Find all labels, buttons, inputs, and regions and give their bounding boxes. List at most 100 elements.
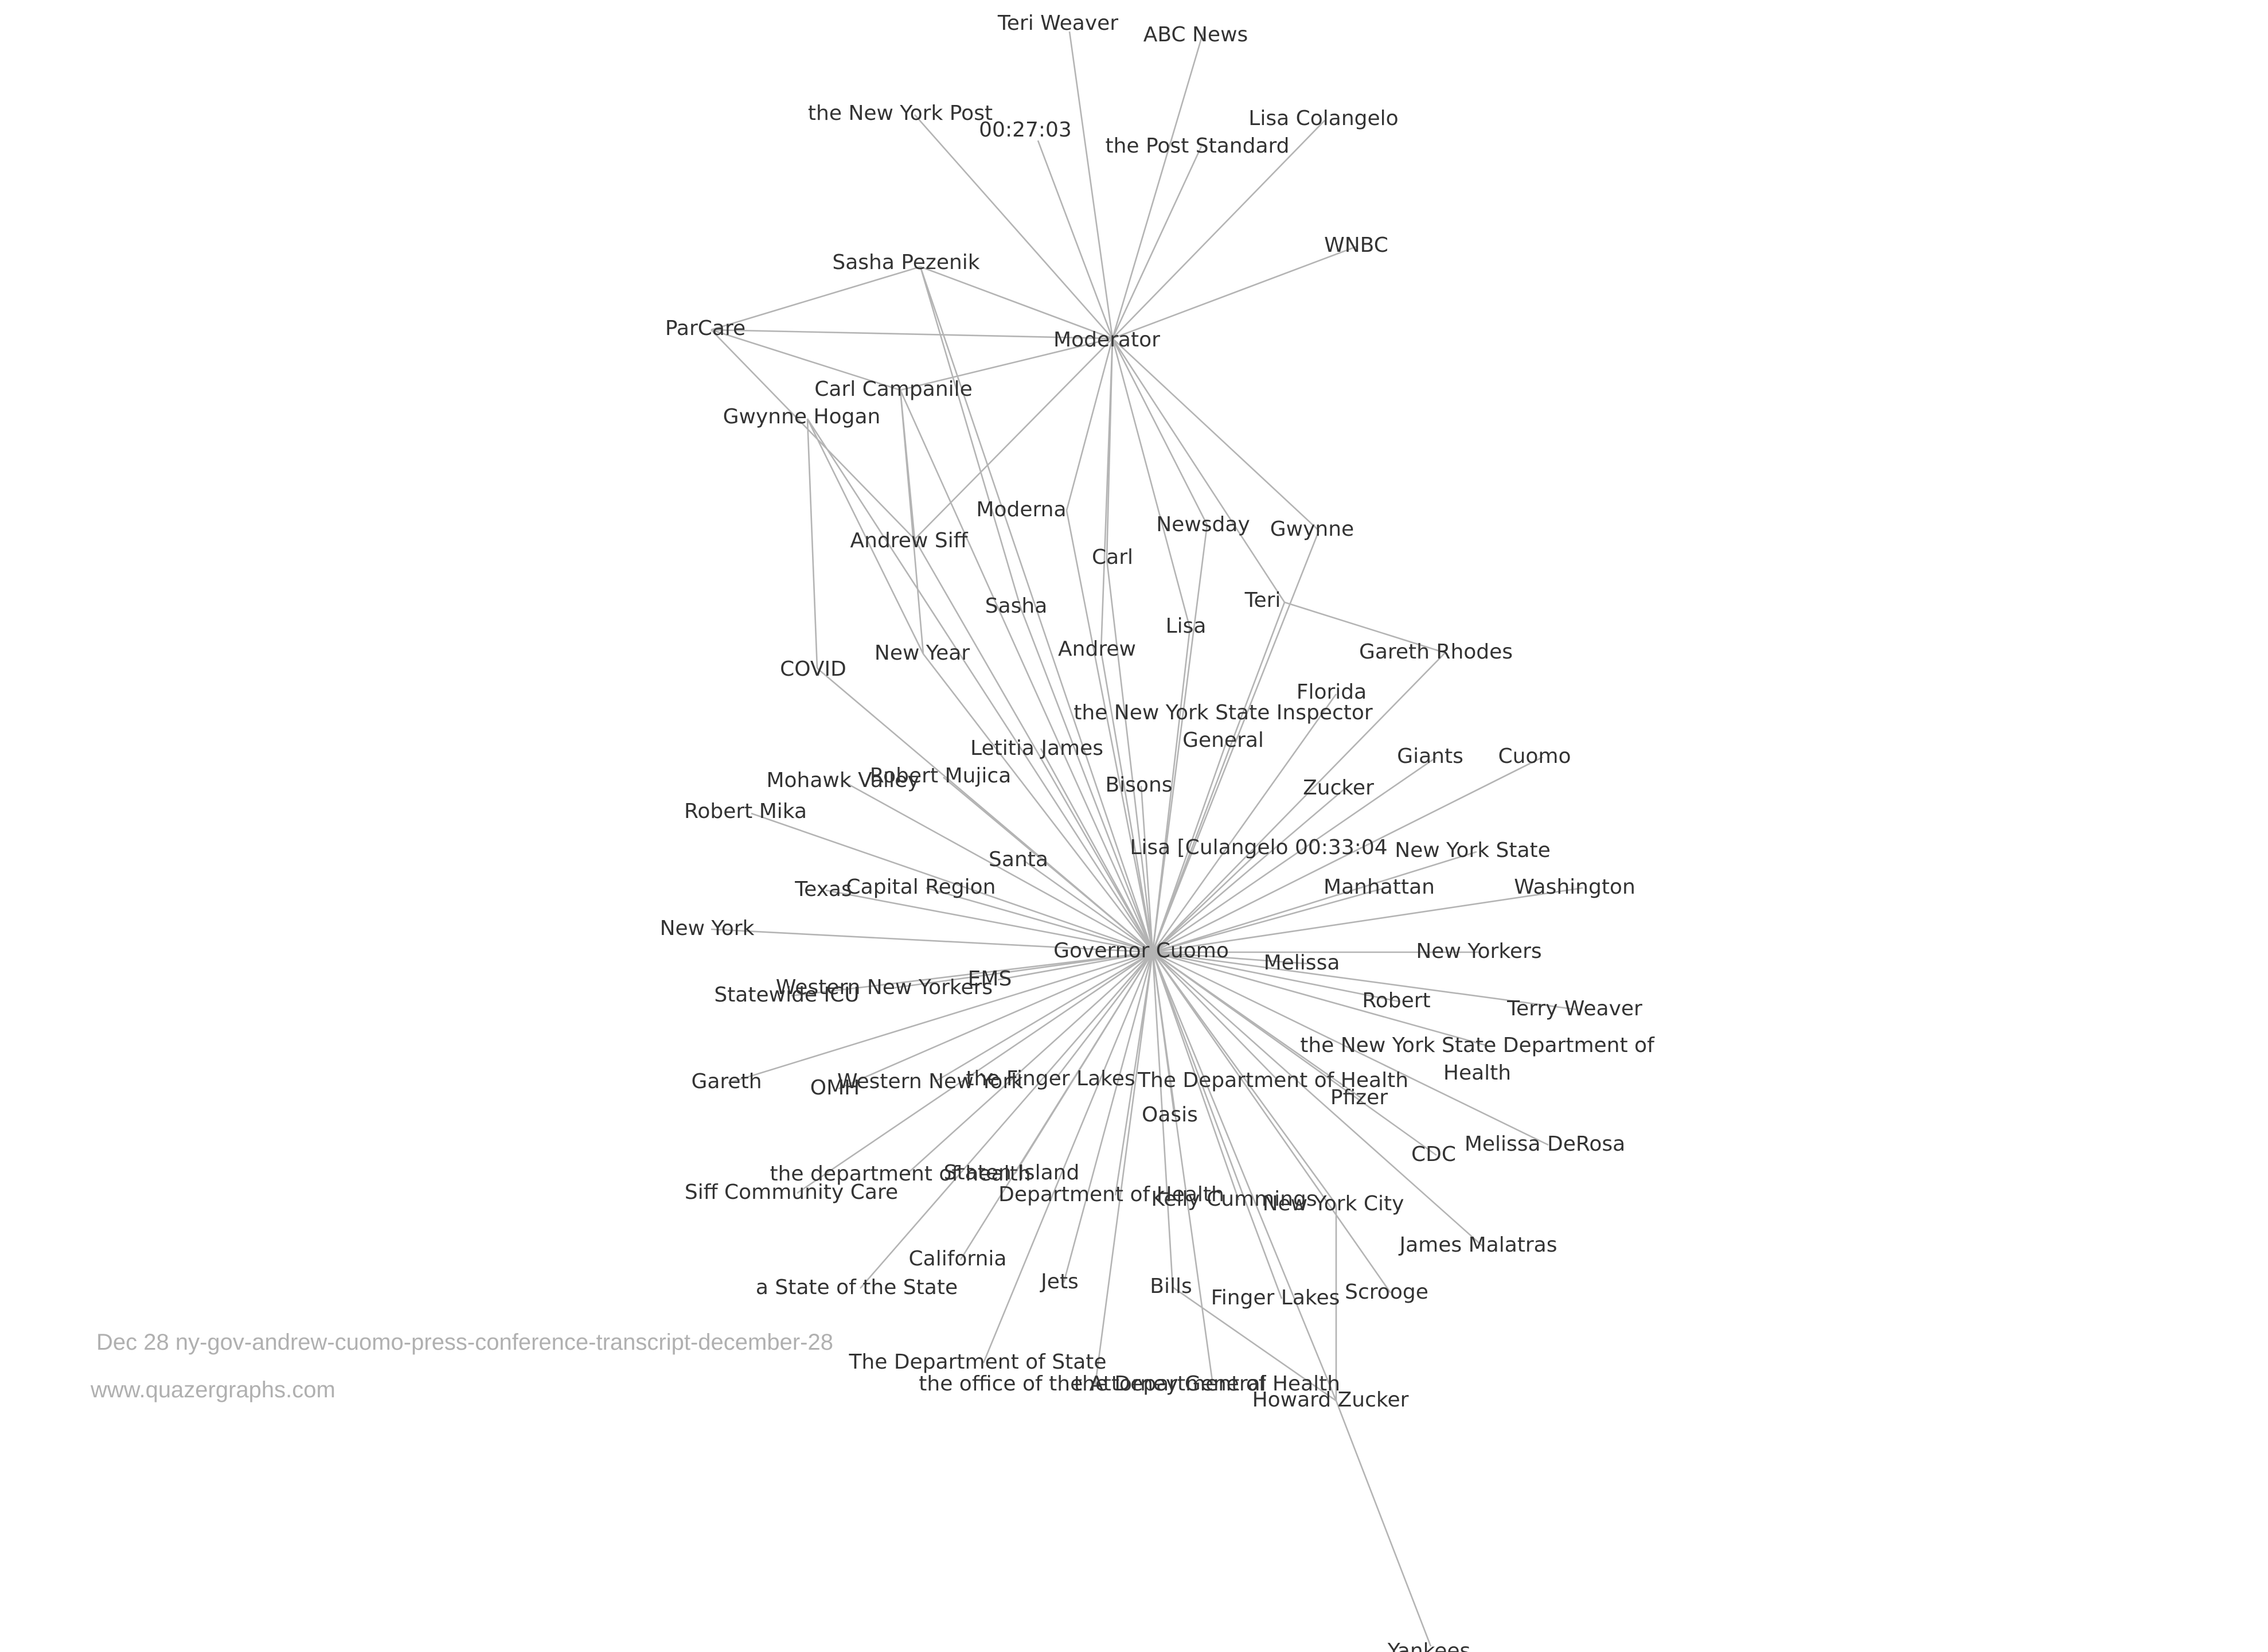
node-andrew-siff: Andrew Siff	[850, 529, 969, 552]
node-statewide-icu: Statewide ICU	[714, 983, 859, 1007]
graph-edge	[900, 337, 1113, 391]
node-wnbc: WNBC	[1324, 233, 1388, 257]
node-pfizer: Pfizer	[1330, 1086, 1388, 1109]
graph-edge	[711, 266, 921, 331]
graph-edge	[905, 952, 1153, 1175]
graph-edge	[1023, 859, 1153, 953]
graph-edge	[728, 951, 1153, 1084]
node-new-yorkers: New Yorkers	[1416, 940, 1541, 963]
graph-edge	[914, 539, 1154, 953]
graph-edge	[1151, 739, 1228, 953]
graph-edge	[797, 951, 1153, 1194]
graph-edge	[1152, 951, 1486, 1046]
node-california: California	[909, 1247, 1007, 1271]
node-manhattan: Manhattan	[1324, 875, 1435, 899]
graph-edge	[997, 951, 1153, 981]
node-parcare: ParCare	[665, 317, 745, 340]
graph-edge	[919, 266, 1022, 609]
graph-edge	[711, 329, 915, 540]
node-gwynne: Gwynne	[1270, 517, 1354, 541]
graph-edge	[1152, 951, 1437, 1156]
node-cuomo: Cuomo	[1498, 745, 1571, 768]
caption-title: Dec 28 ny-gov-andrew-cuomo-press-confere…	[96, 1330, 833, 1355]
graph-edge	[1054, 952, 1154, 1080]
graph-edge	[914, 338, 1113, 540]
node-state-of-the-state: a State of the State	[756, 1276, 958, 1299]
graph-edge	[711, 329, 901, 391]
graph-edge	[1114, 952, 1154, 1196]
graph-edge	[1112, 338, 1320, 531]
graph-edge	[1111, 338, 1208, 525]
node-washington: Washington	[1514, 875, 1635, 899]
graph-edge	[1172, 1286, 1337, 1402]
node-western-new-york: Western New York	[837, 1070, 1023, 1093]
node-governor-cuomo: Governor Cuomo	[1053, 939, 1229, 963]
graph-edge	[1065, 510, 1154, 953]
node-kelly-cummings: Kelly Cummings	[1151, 1187, 1317, 1211]
node-letitia-james: Letitia James	[970, 737, 1103, 760]
graph-edge	[1020, 607, 1154, 953]
node-western-new-yorkers: Western New Yorkers	[776, 976, 993, 999]
graph-edge	[922, 653, 1154, 953]
node-oasis: Oasis	[1142, 1103, 1198, 1127]
node-covid: COVID	[780, 657, 846, 681]
graph-edge	[1111, 338, 1191, 629]
graph-edge	[1151, 693, 1337, 953]
graph-edge	[943, 777, 1153, 953]
node-lisa-colangelo: Lisa Colangelo	[1248, 107, 1398, 130]
node-moderator: Moderator	[1053, 328, 1160, 352]
graph-edge	[1094, 952, 1154, 1385]
node-abc-news: ABC News	[1143, 23, 1248, 46]
node-cdc: CDC	[1411, 1143, 1456, 1166]
graph-edge	[959, 952, 1154, 1260]
node-timestamp-00-27-03: 00:27:03	[979, 118, 1072, 142]
node-gareth: Gareth	[691, 1070, 762, 1093]
node-howard-zucker: Howard Zucker	[1252, 1388, 1409, 1412]
graph-edge	[1111, 28, 1205, 339]
graph-edge	[1152, 952, 1483, 1246]
graph-edge	[920, 266, 1113, 340]
graph-edge	[1152, 756, 1437, 953]
node-mohawk-valley: Mohawk Valley	[766, 769, 919, 792]
node-department-of-state: The Department of State	[848, 1350, 1106, 1374]
graph-edge	[1151, 952, 1283, 1299]
node-yankees: Yankees	[1387, 1639, 1471, 1652]
node-lisa: Lisa	[1166, 614, 1207, 638]
node-inspector-general-line1: the New York State Inspector	[1074, 701, 1373, 724]
node-robert-mika: Robert Mika	[684, 800, 807, 823]
node-new-york-city: New York City	[1263, 1192, 1404, 1215]
graph-edge	[1100, 338, 1114, 652]
graph-labels: Moderator Governor Cuomo Teri Weaver ABC…	[660, 11, 1656, 1652]
node-the-department-of-health-lower: the Department of Health	[1074, 1372, 1340, 1396]
node-finger-lakes: Finger Lakes	[1211, 1286, 1340, 1310]
node-omh: OMH	[810, 1076, 860, 1100]
node-carl: Carl	[1092, 546, 1133, 569]
graph-edge	[1111, 338, 1286, 603]
graph-edge	[1106, 559, 1154, 953]
node-newsday: Newsday	[1156, 513, 1250, 536]
graph-edge	[825, 889, 1153, 953]
graph-edge	[1151, 952, 1392, 1293]
node-james-malatras: James Malatras	[1398, 1233, 1557, 1257]
graph-edge	[791, 951, 1153, 997]
node-new-york-post: the New York Post	[808, 102, 993, 125]
graph-edge	[1151, 524, 1208, 953]
node-robert: Robert	[1362, 989, 1430, 1012]
graph-edge	[899, 389, 916, 540]
graph-edge	[1151, 952, 1174, 1288]
graph-edge	[1152, 788, 1345, 953]
node-nys-department-of-health-line1: the New York State Department of	[1300, 1034, 1655, 1057]
graph-edge	[711, 928, 1153, 953]
node-the-finger-lakes: the Finger Lakes	[966, 1067, 1135, 1090]
graph-edge	[806, 418, 1154, 953]
graph-edge	[860, 952, 1153, 1289]
graph-edge	[806, 418, 924, 654]
graph-edge	[1111, 146, 1203, 339]
node-teri-weaver: Teri Weaver	[997, 11, 1118, 35]
graph-edge	[1152, 887, 1583, 953]
node-staten-island: Staten Island	[944, 1161, 1080, 1185]
node-robert-mujica: Robert Mujica	[870, 764, 1012, 788]
graph-edge	[1037, 140, 1114, 339]
graph-edge	[1152, 756, 1543, 953]
